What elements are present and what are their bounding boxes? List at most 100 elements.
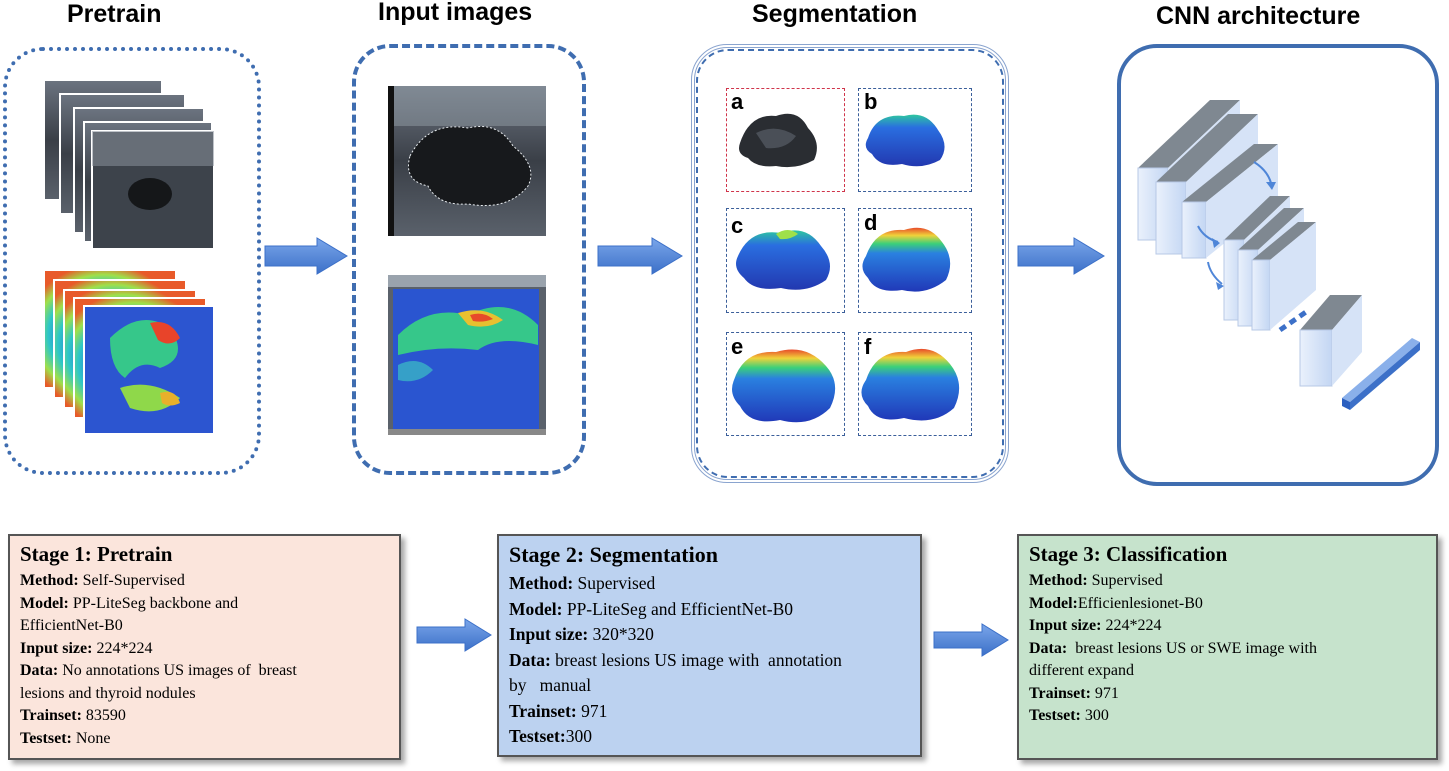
stage2-row-value: 300: [565, 726, 592, 746]
stage2-row-key: Trainset:: [509, 700, 577, 721]
stage3-row-value: 224*224: [1101, 617, 1162, 634]
stage3-row-key: Trainset:: [1029, 684, 1091, 702]
stage2-row-value: PP-LiteSeg and EfficientNet-B0: [562, 598, 794, 619]
stage2-row: Method: Supervised: [509, 571, 910, 597]
input-swe-image: [388, 275, 546, 435]
lesion-d: [862, 227, 951, 292]
stage2-row: Trainset: 971: [509, 699, 910, 725]
stage1-row-value: 83590: [81, 707, 126, 724]
stage2-row: Testset:300: [509, 724, 910, 750]
seg-box-b: [858, 88, 972, 192]
cnn-fc-bar: [1342, 338, 1420, 410]
stage2-row-value: 971: [576, 700, 608, 721]
seg-box-a: [726, 88, 845, 192]
stage3-row-value: different expand: [1029, 662, 1134, 679]
stage1-row: lesions and thyroid nodules: [20, 683, 389, 706]
title-cnn-architecture: CNN architecture: [1156, 2, 1361, 30]
lesion-f: [861, 348, 960, 421]
stage3-row: Testset: 300: [1029, 705, 1426, 728]
stage1-row-value: None: [71, 729, 111, 747]
stage1-row-key: Method:: [20, 572, 79, 589]
stage1-row-key: Model:: [20, 594, 69, 612]
stage1-row-value: EfficientNet-B0: [20, 617, 123, 634]
seg-box-e: [726, 332, 845, 436]
stage3-row-value: breast lesions US or SWE image with: [1067, 639, 1317, 657]
stage2-row-value: 320*320: [588, 624, 654, 644]
lesion-c: [736, 230, 830, 290]
stage2-row: Input size: 320*320: [509, 622, 910, 648]
cnn-panel: [1117, 44, 1439, 486]
stage1-heading: Stage 1: Pretrain: [20, 542, 173, 566]
lesion-b: [865, 114, 945, 167]
stage3-row-value: Supervised: [1087, 572, 1163, 589]
seg-label-a: a: [731, 89, 744, 114]
stage1-row-value: Self-Supervised: [78, 572, 185, 589]
segmentation-panel: [691, 44, 1009, 483]
input-images-panel: [352, 44, 586, 475]
stage3-row: Method: Supervised: [1029, 570, 1426, 593]
cnn-block-group-1: [1137, 100, 1278, 259]
stage2-row-key: Method:: [509, 573, 574, 593]
stage1-row-key: Input size:: [20, 639, 93, 657]
arrow-stage1-to-stage2: [416, 618, 492, 652]
stage3-row-value: 300: [1080, 707, 1109, 724]
title-pretrain: Pretrain: [67, 0, 162, 28]
arrow-stage2-to-stage3: [933, 623, 1009, 657]
stage3-row-key: Data:: [1029, 639, 1068, 657]
stage2-row: by manual: [509, 673, 910, 699]
stage2-row-value: by manual: [509, 675, 592, 695]
arrow-input-to-seg: [597, 237, 683, 275]
segmentation-panel-inner: [696, 49, 1004, 478]
stage2-row: Data: breast lesions US image with annot…: [509, 648, 910, 674]
lesion-e: [732, 349, 836, 423]
stage1-row-value: No annotations US images of breast: [58, 662, 297, 679]
seg-box-f: [858, 332, 972, 436]
stage2-row-key: Input size:: [509, 624, 589, 644]
stage2-row: Model: PP-LiteSeg and EfficientNet-B0: [509, 597, 910, 623]
input-us-image: [388, 86, 546, 236]
stage2-row-key: Testset:: [509, 726, 566, 746]
stage1-row-value: lesions and thyroid nodules: [20, 684, 196, 702]
stage3-row-key: Testset:: [1029, 707, 1081, 724]
stage1-row: Method: Self-Supervised: [20, 570, 389, 593]
stage3-row-key: Model:: [1029, 594, 1078, 612]
stage2-row-key: Model:: [509, 598, 563, 619]
seg-box-d: [858, 208, 972, 313]
seg-label-f: f: [864, 334, 872, 359]
title-segmentation: Segmentation: [752, 0, 918, 28]
stage1-row: EfficientNet-B0: [20, 615, 389, 638]
stage2-heading: Stage 2: Segmentation: [509, 542, 718, 567]
title-input-images: Input images: [378, 0, 533, 26]
stage1-row-value: PP-LiteSeg backbone and: [68, 594, 239, 612]
stage3-row: Trainset: 971: [1029, 683, 1426, 706]
seg-label-b: b: [864, 89, 878, 114]
stage2-row-value: breast lesions US image with annotation: [550, 649, 842, 670]
stage1-row: Data: No annotations US images of breast: [20, 660, 389, 683]
stage1-row-key: Data:: [20, 662, 59, 679]
stage1-row-key: Testset:: [20, 729, 72, 747]
stage1-row: Input size: 224*224: [20, 638, 389, 661]
seg-box-c: [726, 208, 845, 313]
cnn-cube: [1299, 295, 1362, 387]
cnn-block-group-2: [1223, 196, 1316, 331]
pretrain-panel: [3, 47, 261, 475]
stage1-row: Trainset: 83590: [20, 705, 389, 728]
stage3-row: Input size: 224*224: [1029, 615, 1426, 638]
stage3-row-value: Efficienlesionet-B0: [1077, 594, 1203, 612]
seg-label-d: d: [864, 210, 878, 235]
stage1-row: Testset: None: [20, 728, 389, 751]
stage1-row: Model: PP-LiteSeg backbone and: [20, 593, 389, 616]
stage3-box: Stage 3: Classification Method: Supervis…: [1017, 534, 1438, 760]
arrow-pretrain-to-input: [264, 237, 348, 275]
stage3-row-value: 971: [1090, 684, 1119, 702]
cnn-diagram: [1137, 100, 1420, 410]
seg-label-c: c: [731, 213, 744, 238]
stage3-row-key: Input size:: [1029, 617, 1102, 634]
segmentation-lesions: [732, 113, 960, 423]
stage1-box: Stage 1: Pretrain Method: Self-Supervise…: [8, 534, 401, 760]
stage2-box: Stage 2: Segmentation Method: Supervised…: [497, 534, 922, 757]
